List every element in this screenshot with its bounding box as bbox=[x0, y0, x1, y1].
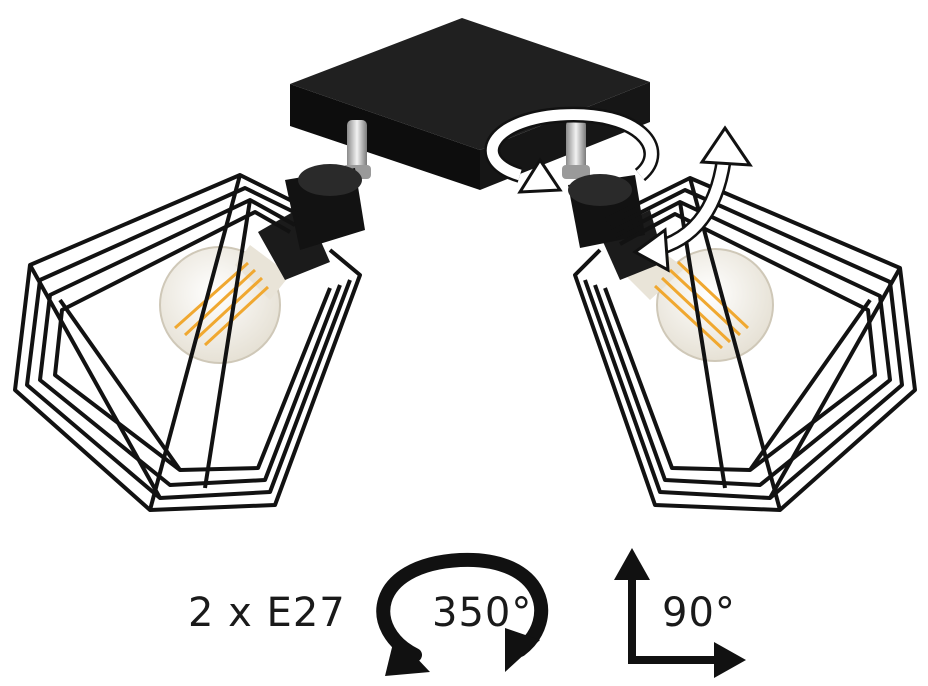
left-wire-cage bbox=[13, 173, 362, 512]
tilt-90-icon bbox=[614, 548, 746, 678]
left-bulb bbox=[159, 245, 290, 364]
tilt-angle-label: 90° bbox=[662, 590, 736, 636]
right-wire-cage bbox=[573, 176, 917, 512]
right-lamp bbox=[568, 174, 917, 512]
rotate-350-icon bbox=[376, 552, 549, 676]
left-lamp bbox=[13, 164, 365, 512]
rotation-angle-label: 350° bbox=[432, 590, 533, 636]
ceiling-plate bbox=[290, 18, 650, 190]
bulb-spec-label: 2 x E27 bbox=[188, 590, 346, 636]
swivel-rotation-arrow-icon bbox=[484, 106, 660, 194]
tilt-arrow-icon bbox=[632, 125, 753, 273]
right-swivel-joint bbox=[562, 120, 590, 179]
